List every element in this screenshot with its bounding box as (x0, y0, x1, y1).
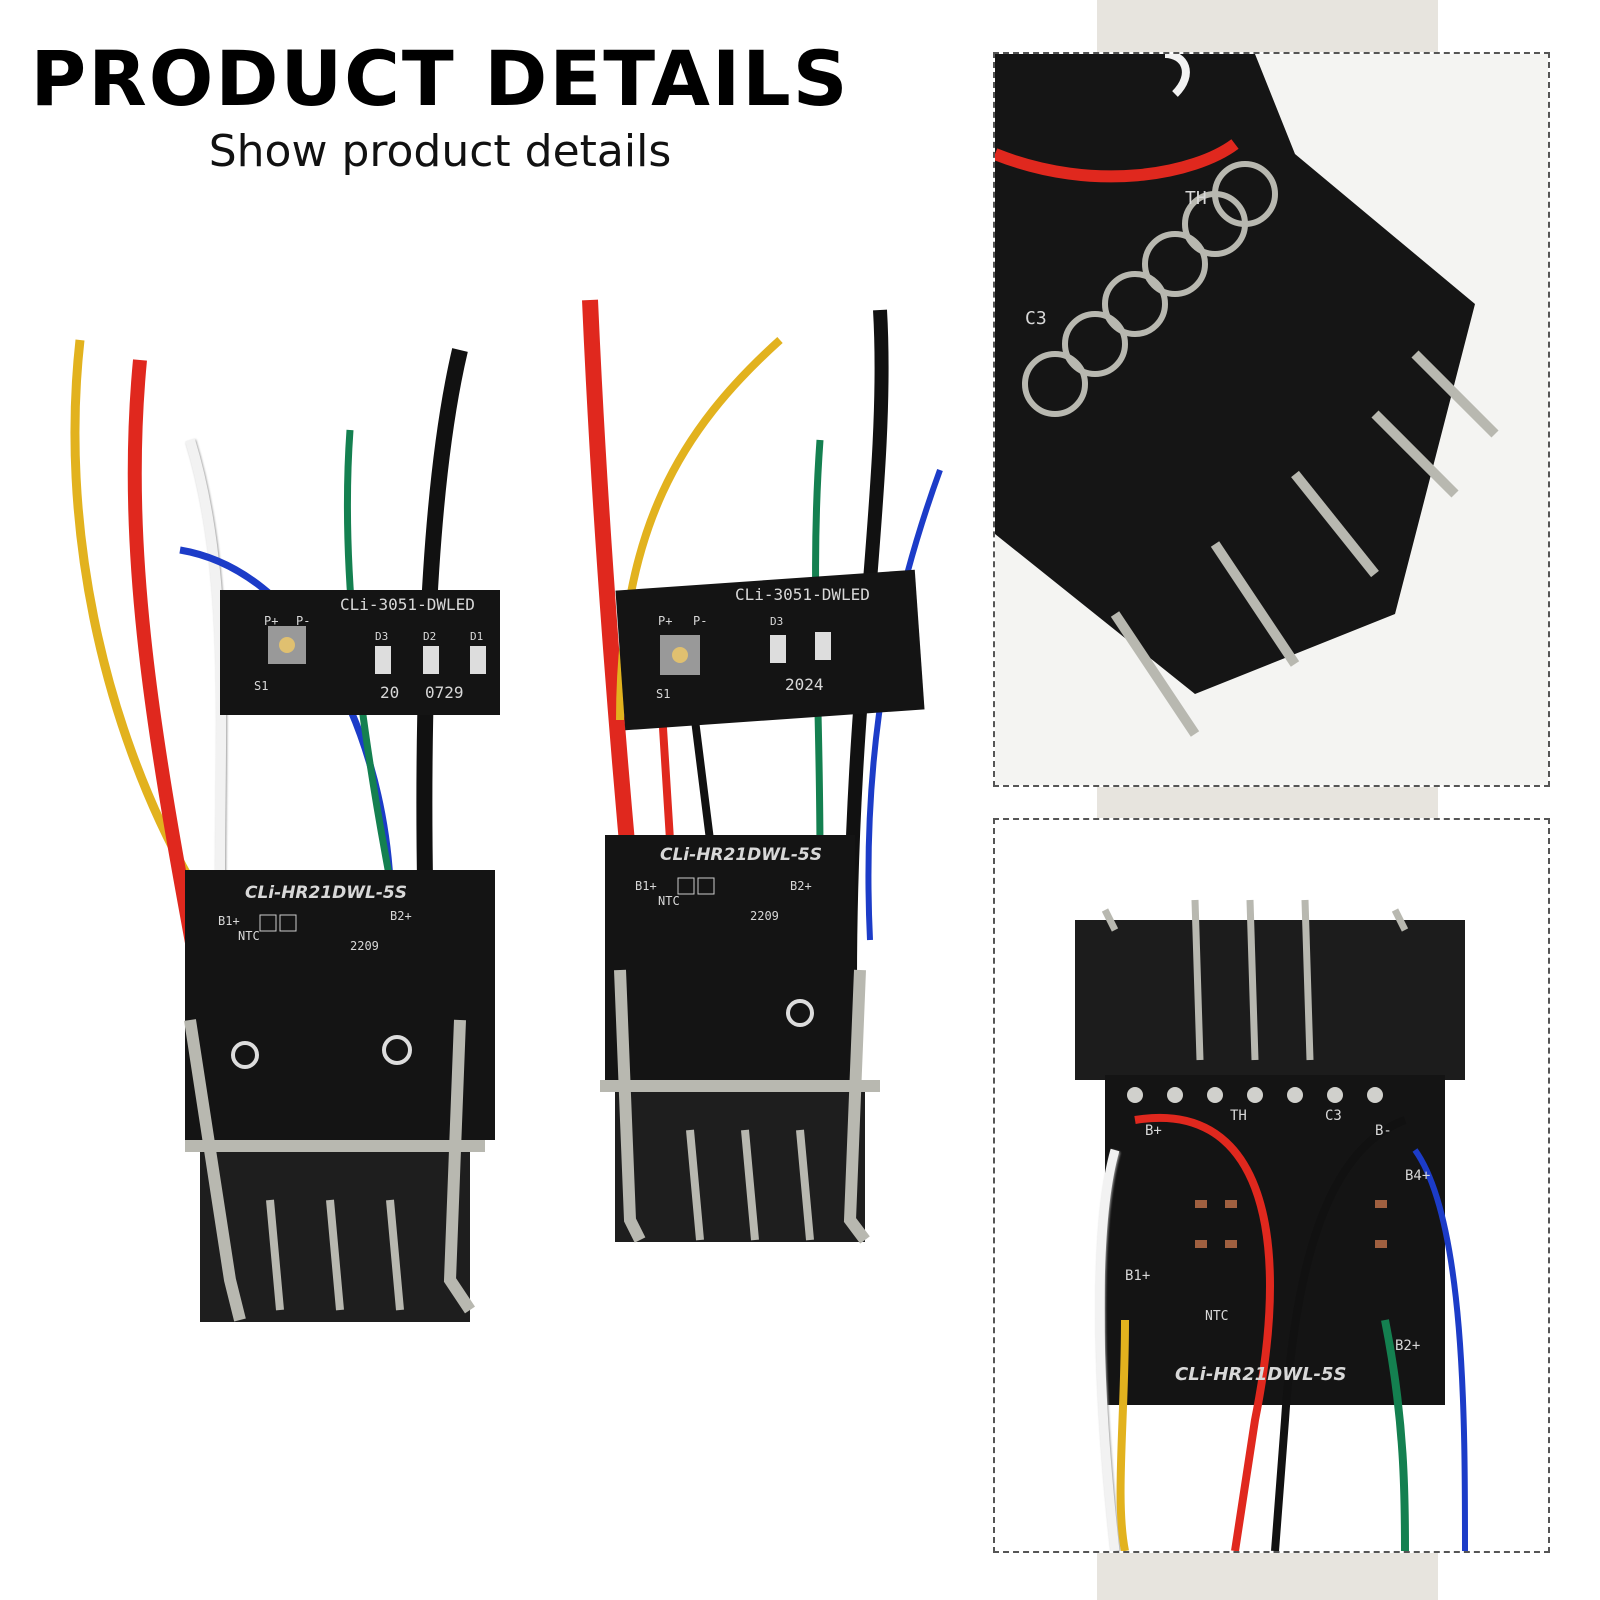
svg-text:D1: D1 (470, 630, 483, 643)
svg-text:TH: TH (1230, 1108, 1247, 1124)
svg-text:S1: S1 (254, 679, 268, 693)
svg-text:P-: P- (296, 614, 310, 628)
svg-text:C3: C3 (1325, 1108, 1342, 1124)
svg-text:B1+: B1+ (1125, 1268, 1150, 1284)
detail-panel-top: C3 TH (993, 52, 1550, 787)
main-board-left: CLi-HR21DWL-5S B1+ NTC B2+ 2209 (184, 870, 495, 1322)
svg-text:D3: D3 (375, 630, 388, 643)
page-subtitle: Show product details (208, 126, 672, 177)
svg-text:P+: P+ (658, 614, 672, 628)
svg-text:NTC: NTC (238, 929, 260, 943)
led-board-label: CLi-3051-DWLED (340, 595, 475, 614)
svg-text:B2+: B2+ (390, 909, 412, 923)
board-model-label-right: CLi-HR21DWL-5S (660, 845, 822, 865)
svg-text:D2: D2 (423, 630, 436, 643)
svg-text:2024: 2024 (785, 675, 824, 694)
detail-board-model: CLi-HR21DWL-5S (1175, 1364, 1347, 1385)
svg-text:B+: B+ (1145, 1123, 1162, 1139)
svg-text:P+: P+ (264, 614, 278, 628)
svg-text:D3: D3 (770, 615, 783, 628)
svg-text:NTC: NTC (658, 894, 680, 908)
svg-text:NTC: NTC (1205, 1309, 1228, 1324)
led-board-right: CLi-3051-DWLED P+ P- S1 D3 2024 (615, 569, 925, 731)
svg-text:20: 20 (380, 683, 399, 702)
board-model-label: CLi-HR21DWL-5S (245, 883, 407, 903)
main-board-right: CLi-HR21DWL-5S B1+ NTC B2+ 2209 (600, 835, 880, 1244)
svg-text:B4+: B4+ (1405, 1168, 1430, 1184)
detail-panel-bottom: CLi-HR21DWL-5S B+ B- B1+ B2+ B4+ C3 TH N… (993, 818, 1550, 1553)
board-photo-left: CLi-3051-DWLED P+ P- S1 D3 D2 D1 20 0729… (70, 339, 500, 1322)
svg-text:TH: TH (1185, 188, 1207, 209)
board-photo-right: CLi-3051-DWLED P+ P- S1 D3 2024 CLi-HR21… (582, 299, 943, 1244)
svg-text:B-: B- (1375, 1123, 1392, 1139)
led-board-left: CLi-3051-DWLED P+ P- S1 D3 D2 D1 20 0729 (220, 590, 500, 715)
svg-text:B2+: B2+ (790, 879, 812, 893)
led-board-label-right: CLi-3051-DWLED (735, 585, 870, 604)
svg-text:C3: C3 (1025, 308, 1047, 329)
detail-top-photo: C3 TH (995, 54, 1548, 785)
svg-text:P-: P- (693, 614, 707, 628)
svg-text:0729: 0729 (425, 683, 464, 702)
svg-text:B2+: B2+ (1395, 1338, 1420, 1354)
svg-text:B1+: B1+ (218, 914, 240, 928)
svg-text:2209: 2209 (350, 939, 379, 953)
svg-text:2209: 2209 (750, 909, 779, 923)
svg-text:B1+: B1+ (635, 879, 657, 893)
svg-text:S1: S1 (656, 687, 670, 701)
detail-bottom-photo: CLi-HR21DWL-5S B+ B- B1+ B2+ B4+ C3 TH N… (995, 820, 1548, 1551)
page-title: PRODUCT DETAILS (30, 34, 850, 123)
